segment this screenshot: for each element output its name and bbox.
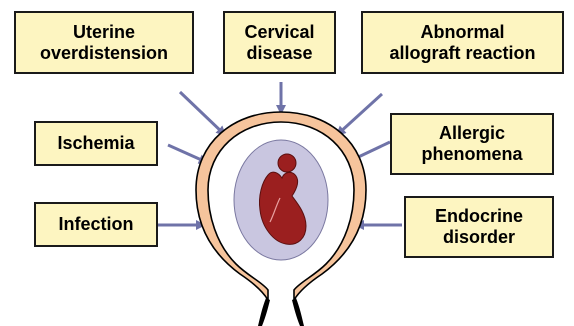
cause-abnormal-allograft-reaction: Abnormal allograft reaction	[361, 11, 564, 74]
cause-infection: Infection	[34, 202, 158, 247]
cervix-left-lip	[258, 298, 270, 326]
cause-allergic-phenomena: Allergic phenomena	[390, 113, 554, 175]
arrow-ischemia	[168, 145, 206, 162]
arrow-uterine-overdistension	[180, 92, 224, 134]
cause-uterine-overdistension: Uterine overdistension	[14, 11, 194, 74]
cervix	[258, 298, 304, 326]
cause-cervical-disease: Cervical disease	[223, 11, 336, 74]
arrow-abnormal-allograft-reaction	[338, 94, 382, 134]
cause-endocrine-disorder: Endocrine disorder	[404, 196, 554, 258]
cervix-right-lip	[292, 298, 304, 326]
cause-ischemia: Ischemia	[34, 121, 158, 166]
fetus-head	[278, 154, 296, 172]
